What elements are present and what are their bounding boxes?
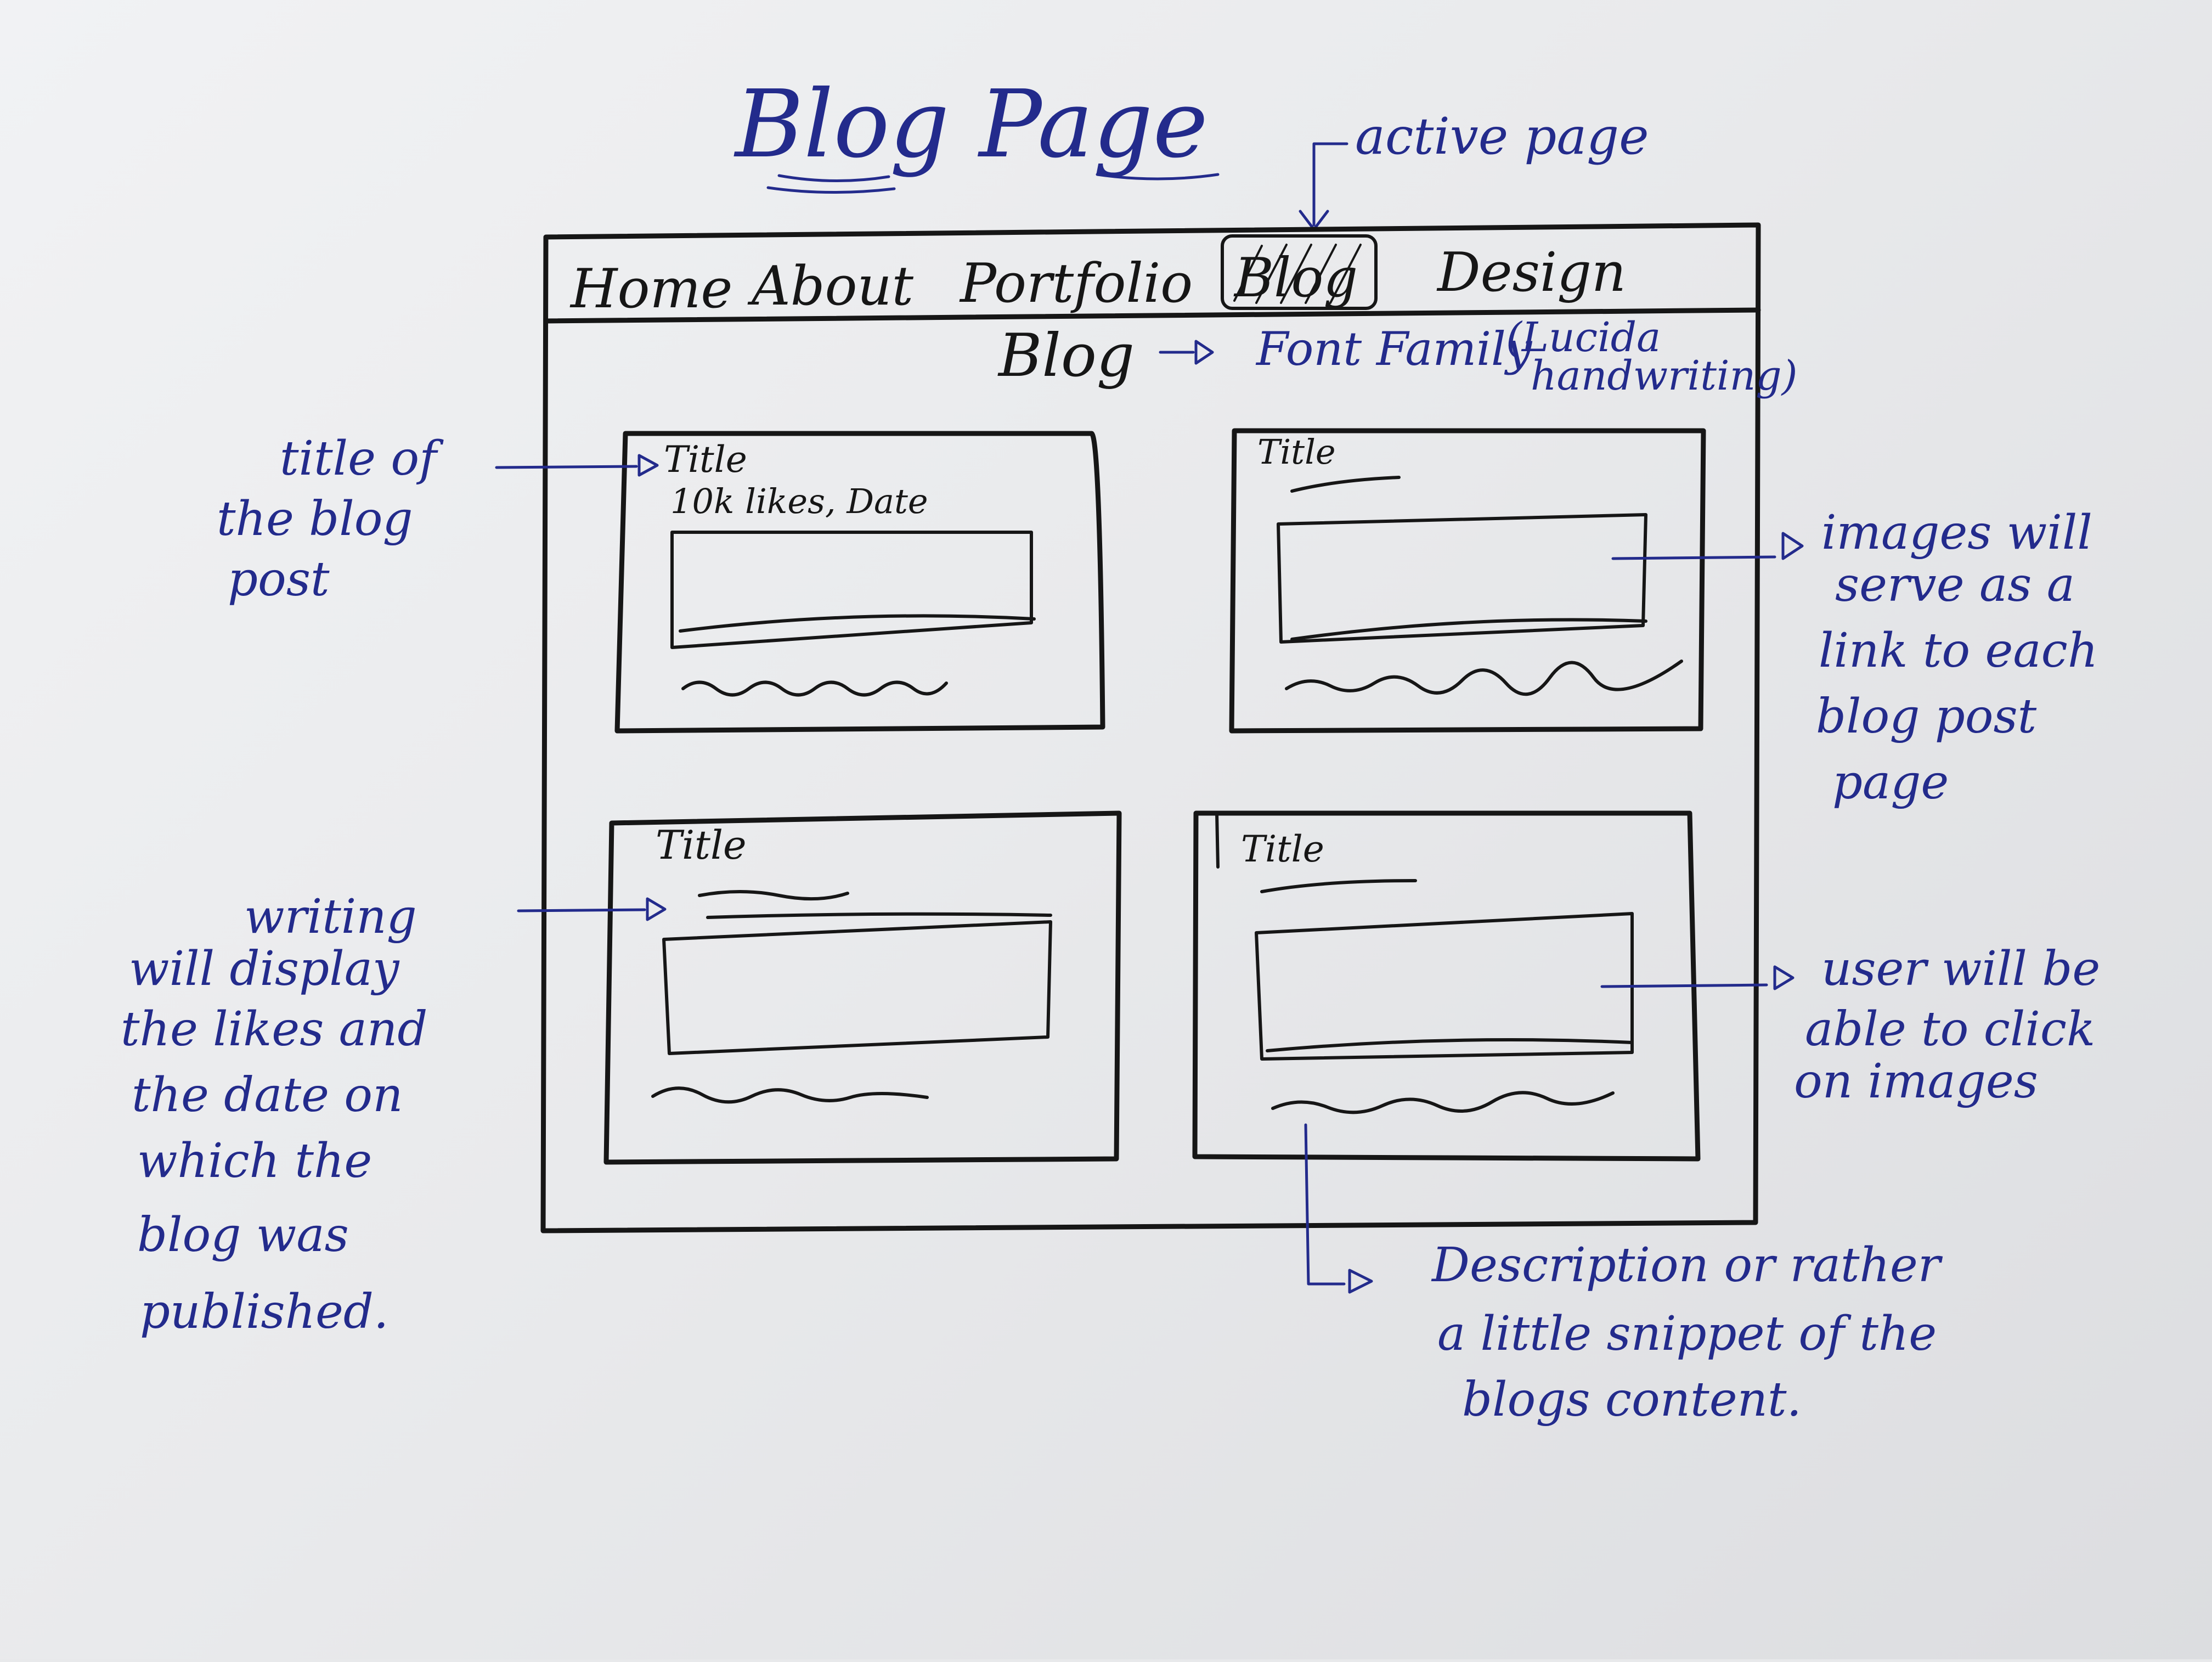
user-click-line3: on images xyxy=(1794,1054,2038,1109)
images-link-line2: serve as a xyxy=(1835,557,2075,612)
nav-active-box xyxy=(1221,234,1378,310)
images-link-line3: link to each xyxy=(1819,623,2098,678)
writing-display-line1: writing xyxy=(244,889,417,944)
writing-display-line5: which the xyxy=(137,1134,372,1188)
card-1-title[interactable]: Title xyxy=(664,438,747,481)
card-4-image-scribble xyxy=(1266,1038,1634,1052)
heading-note: Blog Font Family (Lucida handwriting) xyxy=(997,314,1798,399)
writing-display-arrowhead xyxy=(646,897,667,921)
title-of-post-line1: title of xyxy=(280,431,444,486)
images-link-line5: page xyxy=(1832,755,1949,810)
title-of-post-line3: post xyxy=(228,552,330,607)
annotation-title-of-post: title of the blog post xyxy=(217,431,659,607)
card-1-image-scribble xyxy=(679,614,1036,633)
nav-item-blog[interactable]: Blog xyxy=(1233,247,1358,309)
active-page-label: active page xyxy=(1355,107,1649,166)
card-1-border xyxy=(614,431,1105,734)
card-4-corner-mark xyxy=(1215,812,1220,869)
card-2-image[interactable] xyxy=(1277,513,1647,644)
writing-display-line6: blog was xyxy=(137,1208,349,1263)
annotation-writing-display: writing will display the likes and the d… xyxy=(121,889,667,1339)
card-3-description-squiggle xyxy=(651,1086,929,1104)
description-line1: Description or rather xyxy=(1431,1238,1943,1293)
images-link-line1: images will xyxy=(1821,505,2092,560)
card-2-border xyxy=(1229,428,1706,734)
title-of-post-arrowhead xyxy=(637,454,659,477)
description-pointer-line xyxy=(1304,1123,1346,1286)
card-2-image-scribble xyxy=(1290,618,1647,641)
blog-card-2[interactable]: Title xyxy=(1229,428,1706,734)
card-4-description-squiggle xyxy=(1271,1091,1615,1114)
blog-card-1[interactable]: Title 10k likes, Date xyxy=(614,431,1105,734)
nav-active-hatching xyxy=(1233,244,1362,304)
page-title: Blog Page xyxy=(733,70,1208,179)
card-4-title[interactable]: Title xyxy=(1241,828,1324,870)
nav-item-home[interactable]: Home xyxy=(569,258,732,320)
nav-divider xyxy=(543,307,1761,324)
user-click-line1: user will be xyxy=(1821,942,2100,996)
user-click-pointer-line xyxy=(1600,983,1768,988)
writing-display-line7: published. xyxy=(140,1284,388,1339)
title-underline-3 xyxy=(1096,173,1220,181)
card-1-image[interactable] xyxy=(670,531,1033,649)
font-family-label: Font Family xyxy=(1255,322,1533,376)
nav-item-about[interactable]: About xyxy=(747,255,914,318)
nav-bar: Home About Portfolio Blog Design xyxy=(569,234,1626,320)
writing-display-pointer-line xyxy=(517,908,646,912)
card-3-writing-squiggle xyxy=(698,890,849,901)
title-of-post-pointer-line xyxy=(495,465,638,469)
card-2-title-underline xyxy=(1290,476,1401,493)
description-line3: blogs content. xyxy=(1462,1372,1802,1427)
card-1-description-squiggle xyxy=(681,680,948,697)
user-click-line2: able to click xyxy=(1805,1002,2095,1057)
active-page-annotation: active page xyxy=(1299,107,1649,231)
images-link-arrowhead xyxy=(1781,532,1804,560)
nav-item-portfolio[interactable]: Portfolio xyxy=(959,252,1193,315)
wireframe-frame xyxy=(540,222,1761,1233)
title-underline xyxy=(777,174,890,183)
card-1-meta: 10k likes, Date xyxy=(670,481,928,521)
card-4-border xyxy=(1192,810,1701,1162)
annotation-user-click: user will be able to click on images xyxy=(1600,942,2100,1109)
blog-card-4[interactable]: Title xyxy=(1192,810,1701,1162)
nav-item-design[interactable]: Design xyxy=(1436,241,1626,304)
user-click-arrowhead xyxy=(1773,965,1795,990)
blog-card-3[interactable]: Title xyxy=(603,810,1122,1165)
page-title-group: Blog Page xyxy=(733,70,1220,194)
blog-heading: Blog xyxy=(997,322,1135,390)
card-4-image[interactable] xyxy=(1255,912,1634,1061)
card-4-title-underline xyxy=(1260,879,1417,893)
images-link-pointer-line xyxy=(1611,555,1776,560)
card-2-description-squiggle xyxy=(1285,660,1683,696)
annotation-images-link: images will serve as a link to each blog… xyxy=(1611,505,2098,810)
font-name-line1: (Lucida xyxy=(1506,314,1661,361)
card-3-image-scribble xyxy=(706,912,1052,919)
title-of-post-line2: the blog xyxy=(217,492,413,547)
heading-arrowhead xyxy=(1194,340,1214,365)
font-name-line2: handwriting) xyxy=(1531,352,1798,399)
annotation-description: Description or rather a little snippet o… xyxy=(1304,1123,1943,1427)
writing-display-line4: the date on xyxy=(132,1068,403,1123)
card-3-border xyxy=(603,810,1122,1165)
card-3-title[interactable]: Title xyxy=(656,822,747,868)
card-2-title[interactable]: Title xyxy=(1257,432,1336,472)
active-page-pointer-line xyxy=(1312,142,1348,227)
writing-display-line3: the likes and xyxy=(121,1002,427,1057)
title-underline-2 xyxy=(766,186,896,194)
writing-display-line2: will display xyxy=(129,942,400,996)
images-link-line4: blog post xyxy=(1816,689,2037,744)
description-arrowhead xyxy=(1348,1269,1373,1294)
card-3-image[interactable] xyxy=(662,920,1052,1055)
description-line2: a little snippet of the xyxy=(1437,1306,1937,1361)
